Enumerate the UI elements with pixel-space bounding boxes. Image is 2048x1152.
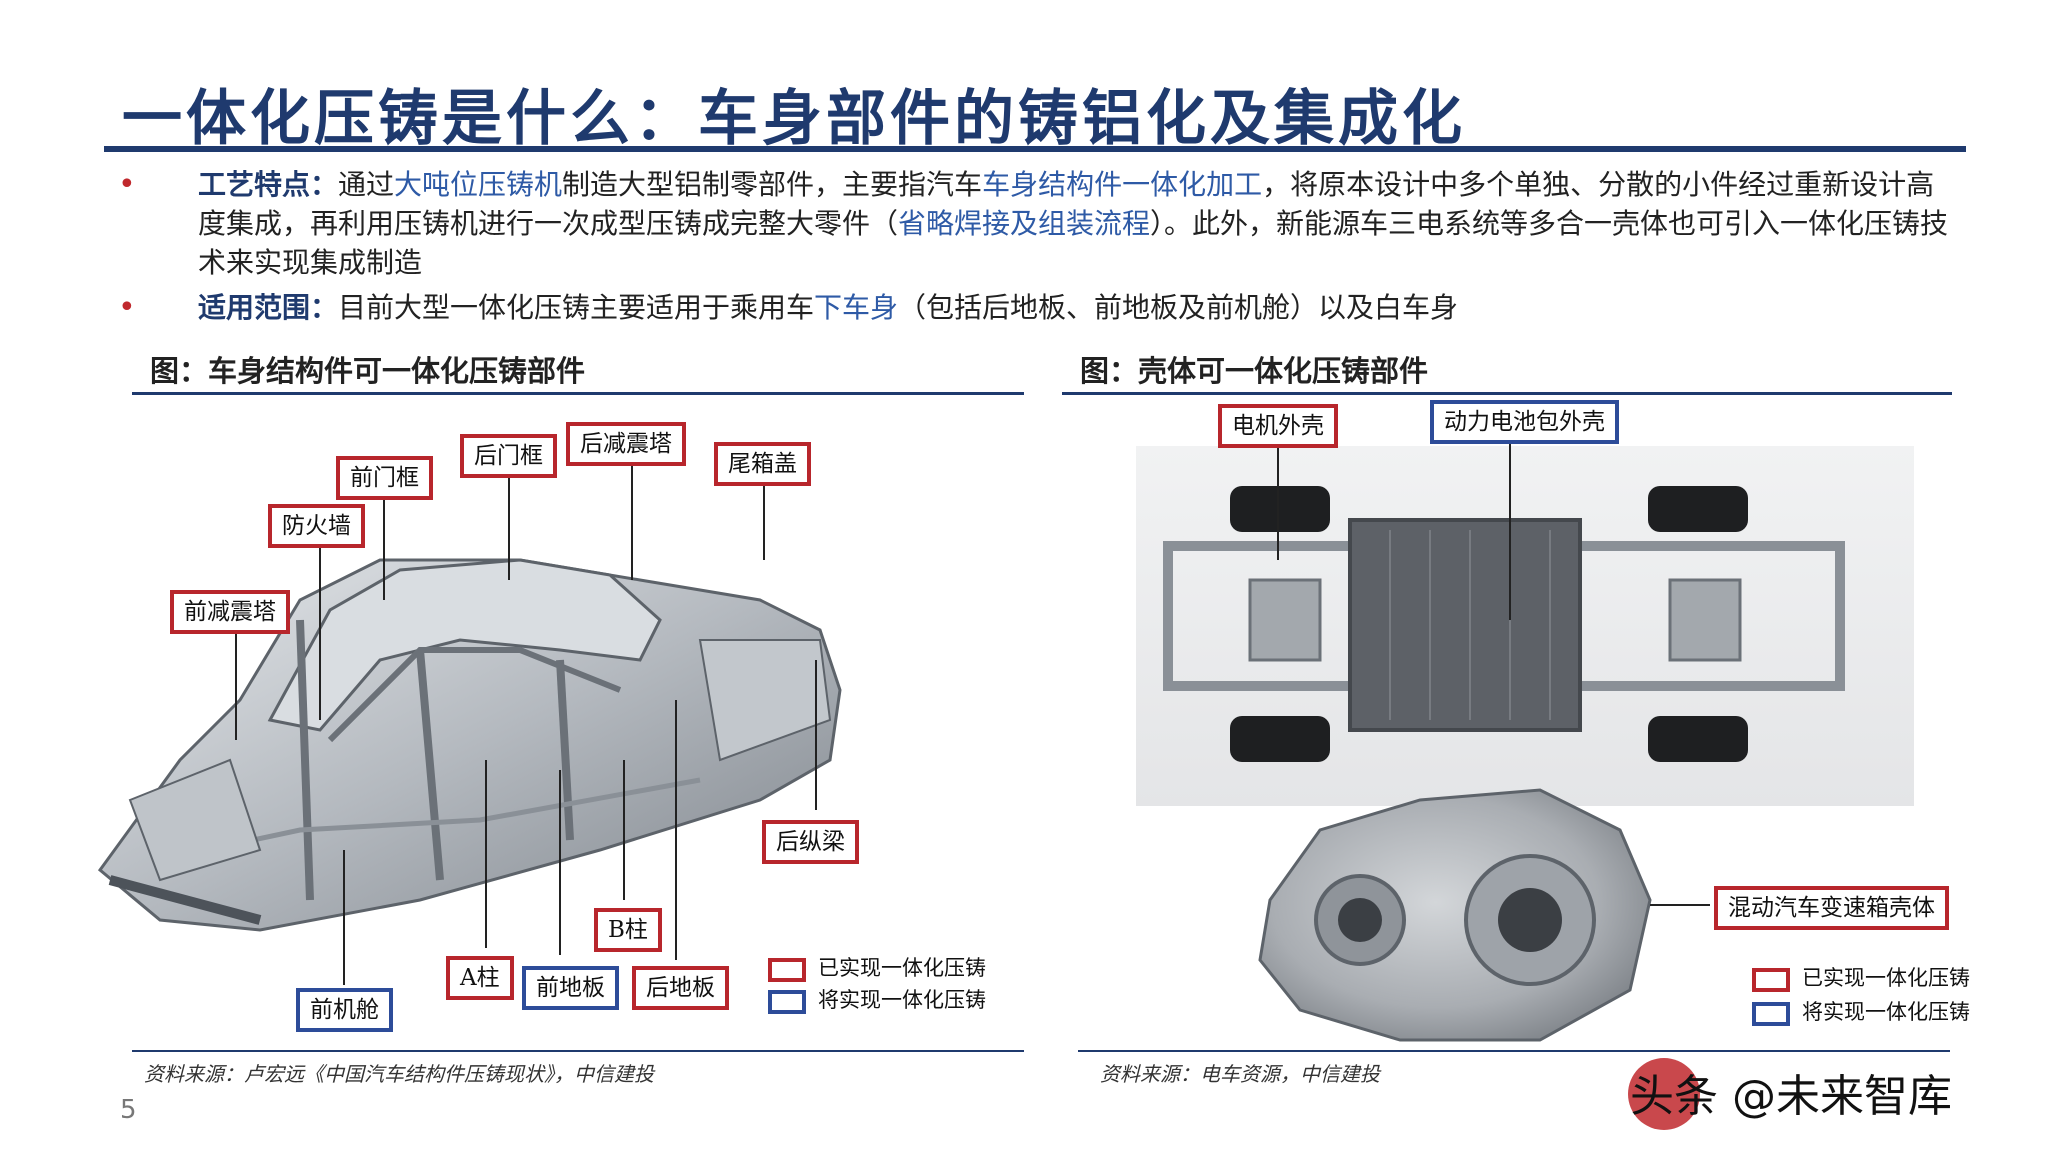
figure-caption-right: 图：壳体可一体化压铸部件 bbox=[1080, 354, 1429, 388]
figure-rule-left bbox=[132, 392, 1024, 395]
figure-caption-left: 图：车身结构件可一体化压铸部件 bbox=[150, 354, 586, 388]
callout-motor-housing: 电机外壳 bbox=[1218, 404, 1338, 448]
callout-rear-shock-tower: 后减震塔 bbox=[566, 422, 686, 466]
callout-front-door-frame: 前门框 bbox=[336, 456, 433, 500]
callout-rear-rail: 后纵梁 bbox=[762, 820, 859, 864]
source-rule-left bbox=[132, 1050, 1024, 1052]
car-body-frame-image bbox=[97, 558, 842, 932]
callout-b-pillar: B柱 bbox=[594, 908, 662, 952]
legend-realized-left: 已实现一体化压铸 bbox=[768, 952, 986, 982]
keyword-highlight: 车身结构件一体化加工 bbox=[982, 168, 1263, 201]
callout-battery-pack-housing: 动力电池包外壳 bbox=[1430, 400, 1619, 444]
bullet-text: 工艺特点：通过大吨位压铸机制造大型铝制零部件，主要指汽车车身结构件一体化加工，将… bbox=[198, 165, 1958, 282]
callout-trunk-lid: 尾箱盖 bbox=[714, 442, 811, 486]
callout-rear-floor: 后地板 bbox=[632, 966, 729, 1010]
legend-red-swatch bbox=[768, 957, 806, 982]
callout-gearbox-housing: 混动汽车变速箱壳体 bbox=[1714, 886, 1949, 930]
source-right: 资料来源：电车资源，中信建投 bbox=[1100, 1062, 1380, 1086]
bullet-scope: • 适用范围：目前大型一体化压铸主要适用于乘用车下车身（包括后地板、前地板及前机… bbox=[118, 288, 1958, 327]
bullet-segment: 目前大型一体化压铸主要适用于乘用车 bbox=[338, 291, 815, 324]
callout-firewall: 防火墙 bbox=[268, 504, 365, 548]
bullet-dot-icon: • bbox=[118, 167, 136, 202]
bullet-label: 适用范围： bbox=[198, 291, 339, 324]
title-divider bbox=[104, 146, 1966, 152]
bullet-segment: ，将原本设计中多个单独、分散的小件经过重新设计高度集成，再利用压铸机进行一次成型… bbox=[198, 168, 1935, 240]
legend-future-right: 将实现一体化压铸 bbox=[1752, 996, 1970, 1026]
source-left: 资料来源：卢宏远《中国汽车结构件压铸现状》，中信建投 bbox=[144, 1062, 654, 1086]
keyword-highlight: 大吨位压铸机 bbox=[394, 168, 563, 201]
page-number: 5 bbox=[120, 1095, 137, 1125]
source-rule-right bbox=[1078, 1050, 1950, 1052]
ev-chassis-image bbox=[1136, 446, 1914, 806]
bullet-segment: 通过 bbox=[338, 168, 395, 201]
bullet-segment: 制造大型铝制零部件，主要指汽车 bbox=[562, 168, 983, 201]
gearbox-housing-image bbox=[1258, 788, 1652, 1042]
keyword-highlight: 下车身 bbox=[814, 291, 899, 324]
bullet-process: • 工艺特点：通过大吨位压铸机制造大型铝制零部件，主要指汽车车身结构件一体化加工… bbox=[118, 165, 1958, 282]
bullet-dot-icon: • bbox=[118, 290, 136, 325]
watermark: 头条 @未来智库 bbox=[1630, 1071, 1952, 1122]
legend-red-swatch bbox=[1752, 967, 1790, 992]
legend-blue-swatch bbox=[768, 989, 806, 1014]
bullet-segment: ）。此外，新能源车三电系统等多合一壳体也可引入一体化压铸技术来实现集成制造 bbox=[198, 207, 1949, 279]
callout-rear-door-frame: 后门框 bbox=[460, 434, 557, 478]
legend-realized-right: 已实现一体化压铸 bbox=[1752, 962, 1970, 992]
bullet-text: 适用范围：目前大型一体化压铸主要适用于乘用车下车身（包括后地板、前地板及前机舱）… bbox=[198, 288, 1958, 327]
figure-rule-right bbox=[1062, 392, 1952, 395]
callout-front-shock-tower: 前减震塔 bbox=[170, 590, 290, 634]
legend-blue-swatch bbox=[1752, 1001, 1790, 1026]
page-title: 一体化压铸是什么：车身部件的铸铝化及集成化 bbox=[122, 84, 1466, 154]
bullet-label: 工艺特点： bbox=[198, 168, 339, 201]
bullet-segment: （包括后地板、前地板及前机舱）以及白车身 bbox=[898, 291, 1459, 324]
watermark-logo-icon bbox=[1628, 1058, 1700, 1130]
legend-future-left: 将实现一体化压铸 bbox=[768, 984, 986, 1014]
callout-front-floor: 前地板 bbox=[522, 966, 619, 1010]
keyword-highlight: 省略焊接及组装流程 bbox=[898, 207, 1151, 240]
callout-a-pillar: A柱 bbox=[446, 956, 514, 1000]
callout-front-cabin: 前机舱 bbox=[296, 988, 393, 1032]
